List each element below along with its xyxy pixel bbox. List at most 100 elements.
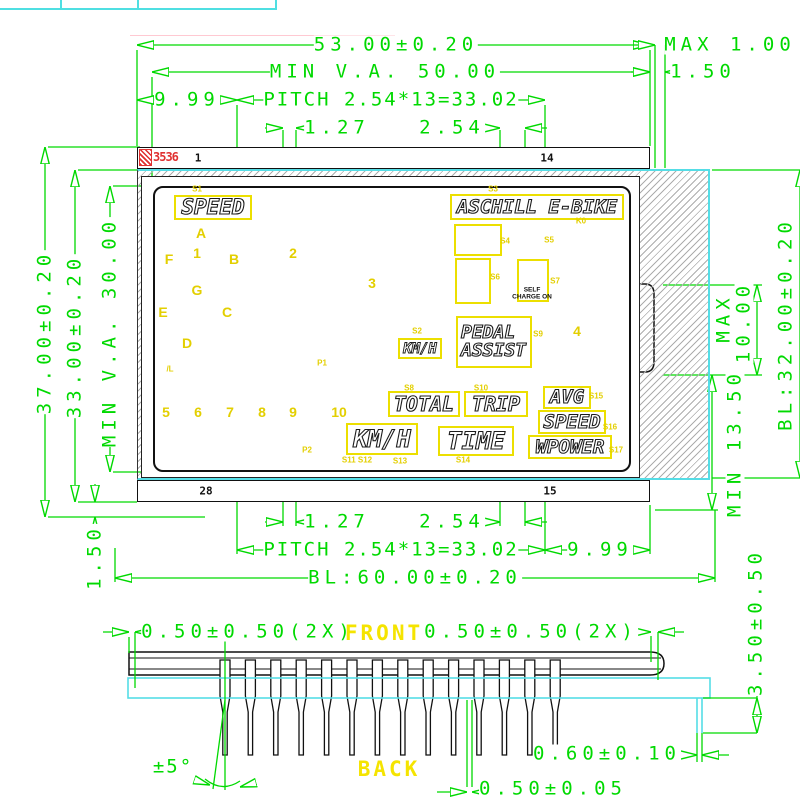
dim-min-13-50: MIN 13.50 [723, 369, 746, 517]
toolbar-cell-2[interactable] [62, 0, 139, 10]
dim-0-60: 0.60±0.10 [533, 742, 681, 765]
segment-letter-D: D [181, 335, 193, 351]
marker-s15: S15 [588, 391, 604, 401]
dim-height-37: 37.00±0.20 [33, 249, 56, 415]
wpower-label: WPOWER [535, 435, 605, 458]
marker-s14: S14 [455, 455, 471, 465]
walk-outline-box [455, 258, 491, 304]
marker-p1: P1 [317, 358, 327, 368]
dim-0-50-left: 0.50±0.50(2X) [141, 620, 355, 643]
wpower-box: WPOWER [528, 435, 612, 459]
time-box: TIME [438, 426, 514, 456]
label-back: BACK [357, 757, 421, 781]
kmh-big-box: KM/H [346, 423, 418, 455]
dim-pitch-top: PITCH 2.54*13=33.02 [263, 88, 519, 111]
digit-label-5: 5 [162, 404, 170, 420]
logo-stamp-icon [139, 149, 152, 166]
dim-9-99-top: 9.99 [154, 88, 220, 111]
digit-label-7: 7 [226, 404, 234, 420]
assist-label: ASSIST [460, 340, 527, 361]
total-label: TOTAL [393, 392, 455, 416]
dim-9-99-bottom: 9.99 [567, 538, 633, 561]
marker-s6: S6 [490, 272, 500, 282]
total-box: TOTAL [388, 391, 460, 417]
dim-angle-5deg: ±5° [152, 755, 194, 778]
self-caption: SELF [523, 286, 541, 294]
digit-label-8: 8 [258, 404, 266, 420]
digit-label-2: 2 [289, 245, 297, 261]
dim-max-1: MAX 1.00 [664, 33, 796, 56]
dim-min-va-30: MIN V.A. 30.00 [98, 216, 121, 448]
marker-s9: S9 [533, 329, 543, 339]
trip-box: TRIP [464, 391, 528, 417]
headlight-outline-box [454, 224, 502, 256]
marker-s3: S3 [488, 184, 498, 194]
segment-letter-B: B [228, 251, 240, 267]
pin-label-top-first: 1 [194, 151, 202, 165]
marker-s4: S4 [500, 236, 510, 246]
speed-label-box: SPEED [174, 195, 252, 220]
pedal-label: PEDAL [460, 322, 516, 343]
dim-1-50-top: 1.50 [670, 60, 736, 83]
kmh-big-label: KM/H [353, 425, 412, 453]
avg-box: AVG [543, 386, 591, 409]
logo-number: 3536 [153, 150, 179, 164]
brand-label: ASCHILL E-BIKE [456, 195, 618, 218]
marker-s16: S16 [602, 422, 618, 432]
segment-letter-A: A [195, 225, 207, 241]
speed2-box: SPEED [538, 410, 606, 434]
side-view-backlight [127, 677, 711, 733]
dim-1-27-top: 1.27 [304, 116, 370, 139]
dim-bl-60: BL:60.00±0.20 [308, 566, 522, 589]
kmh-small-box: KM/H [398, 338, 442, 359]
dim-height-33: 33.00±0.20 [63, 253, 86, 419]
segment-letter-F: F [164, 251, 174, 267]
dim-pitch-bottom: PITCH 2.54*13=33.02 [263, 538, 519, 561]
dim-max-10-word: MAX [712, 293, 735, 343]
pedal-assist-box: PEDAL ASSIST [456, 316, 532, 368]
dim-0-50-right: 0.50±0.50(2X) [424, 620, 638, 643]
pin-label-bottom-last: 15 [543, 484, 557, 498]
speed-label: SPEED [181, 195, 245, 219]
digit-label-3: 3 [368, 275, 376, 291]
marker-s7: S7 [550, 276, 560, 286]
dim-2-54-bottom: 2.54 [419, 510, 485, 533]
kmh-small-label: KM/H [403, 340, 438, 357]
segment-letter-E: E [158, 304, 168, 320]
segment-letter-C: C [221, 304, 233, 320]
side-view-black [128, 651, 665, 756]
pin-label-top-last: 14 [540, 151, 554, 165]
marker-s13: S13 [392, 456, 408, 466]
dim-min-va-50: MIN V.A. 50.00 [269, 60, 501, 83]
bottom-connector-strip [137, 480, 650, 502]
digit-label-10: 10 [331, 404, 347, 420]
side-view [103, 600, 800, 800]
toolbar-cell-1[interactable] [0, 0, 62, 10]
avg-label: AVG [549, 386, 585, 408]
marker-k0: K0 [575, 216, 587, 226]
dim-2-54-top: 2.54 [419, 116, 485, 139]
dim-bl-32: BL:32.00±0.20 [774, 217, 797, 431]
time-label: TIME [447, 427, 506, 455]
dim-max-10-value: 10.00 [732, 280, 755, 364]
dim-1-50-bottom-left: 1.50 [83, 524, 106, 590]
brand-box: ASCHILL E-BIKE [450, 194, 624, 220]
label-front: FRONT [344, 621, 424, 645]
pin-label-bottom-first: 28 [199, 484, 213, 498]
toolbar-cell-3[interactable] [139, 0, 277, 10]
digit-label-4: 4 [573, 323, 581, 339]
dim-width-53: 53.00±0.20 [313, 33, 479, 56]
marker-s5: S5 [544, 235, 554, 245]
dim-1-27-bottom: 1.27 [304, 510, 370, 533]
segment-letter-G: G [191, 282, 203, 298]
marker-s17: S17 [608, 445, 624, 455]
selfcharge-outline-box [517, 259, 549, 302]
digit-label-1: 1 [193, 245, 201, 261]
marker-p2: P2 [302, 445, 312, 455]
marker-s10: S10 [473, 383, 489, 393]
digit-label-9: 9 [289, 404, 297, 420]
marker-s11-s12: S11 S12 [341, 455, 373, 465]
top-connector-strip [137, 147, 650, 169]
selection-line [130, 35, 395, 36]
